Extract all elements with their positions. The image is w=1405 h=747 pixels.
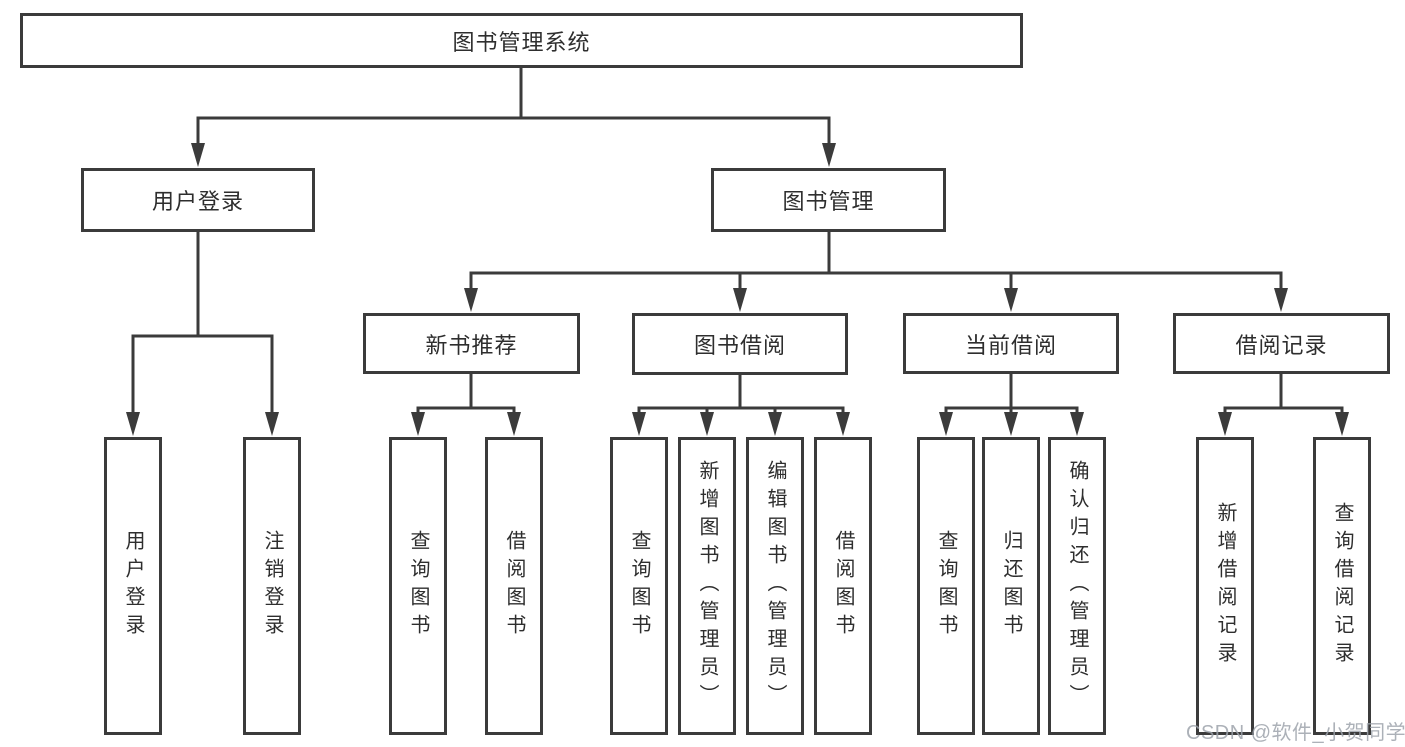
- leaf-current-query-book: 查询图书: [917, 437, 975, 735]
- node-user-login: 用户登录: [81, 168, 315, 232]
- leaf-borrow-borrow-book: 借阅图书: [814, 437, 872, 735]
- node-new-book-recommend: 新书推荐: [363, 313, 580, 374]
- node-current-borrow: 当前借阅: [903, 313, 1119, 374]
- leaf-current-return-book: 归还图书: [982, 437, 1040, 735]
- leaf-borrow-edit-book-admin: 编辑图书（管理员）: [746, 437, 804, 735]
- leaf-logout: 注销登录: [243, 437, 301, 735]
- leaf-records-add-record: 新增借阅记录: [1196, 437, 1254, 735]
- leaf-recommend-query-book: 查询图书: [389, 437, 447, 735]
- leaf-recommend-borrow-book: 借阅图书: [485, 437, 543, 735]
- node-book-borrow: 图书借阅: [632, 313, 848, 375]
- leaf-user-login: 用户登录: [104, 437, 162, 735]
- leaf-records-query-record: 查询借阅记录: [1313, 437, 1371, 735]
- leaf-current-confirm-return-admin: 确认归还（管理员）: [1048, 437, 1106, 735]
- node-root: 图书管理系统: [20, 13, 1023, 68]
- leaf-borrow-add-book-admin: 新增图书（管理员）: [678, 437, 736, 735]
- leaf-borrow-query-book: 查询图书: [610, 437, 668, 735]
- csdn-watermark: CSDN @软件_小贺同学: [1186, 722, 1405, 744]
- node-borrow-records: 借阅记录: [1173, 313, 1390, 374]
- node-book-management: 图书管理: [711, 168, 946, 232]
